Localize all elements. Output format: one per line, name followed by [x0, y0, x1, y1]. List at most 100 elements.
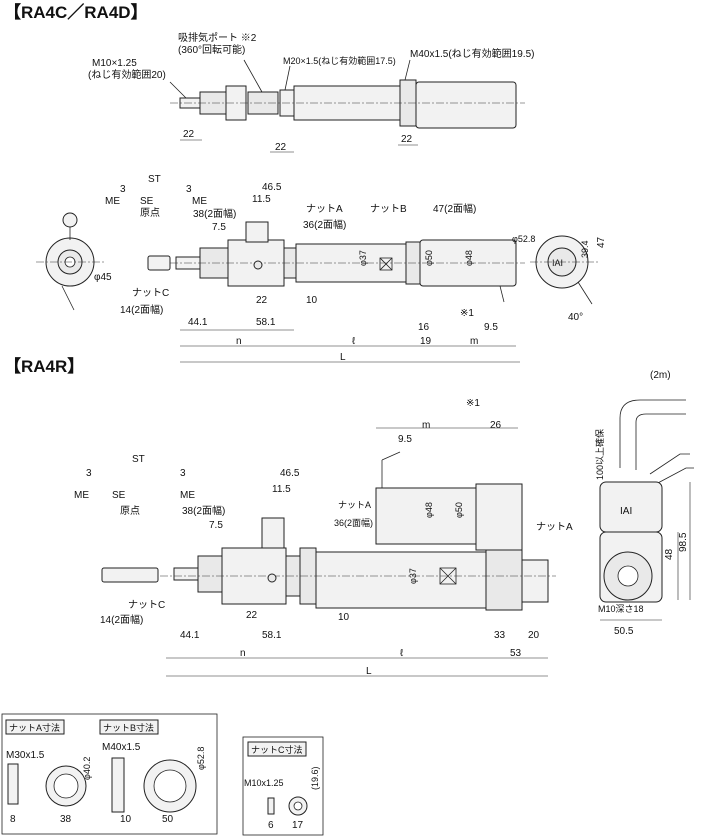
dim-9-5-side: 9.5	[484, 322, 498, 333]
nut-c-h: (19.6)	[310, 766, 320, 790]
nut-a-drawing	[7, 763, 87, 807]
nut-a-title-box	[5, 719, 65, 735]
dim-m: m	[470, 336, 478, 347]
r-cable-note: 100以上確保	[594, 429, 605, 480]
nut-c-t: 6	[268, 820, 274, 831]
iai-logo-top: IAI	[552, 258, 563, 268]
r-n: n	[240, 648, 246, 659]
side-small-pin	[147, 255, 171, 271]
r-st: ST	[132, 454, 145, 465]
dim-22-top-c: 22	[401, 134, 413, 145]
dim-38: 38(2面幅)	[193, 207, 236, 220]
r-dim-98-5: 98.5	[678, 532, 689, 552]
nut-a-title: ナットA寸法	[9, 722, 60, 733]
r-dim-11-5: 11.5	[272, 484, 291, 495]
three-b: 3	[186, 184, 192, 195]
phi45: φ45	[94, 272, 112, 283]
r-three-b: 3	[180, 468, 186, 479]
nut-c-drawing	[267, 796, 308, 816]
dim-22-side: 22	[256, 295, 268, 306]
nut-c-frame	[242, 736, 324, 836]
top-view-actuator	[169, 59, 525, 129]
r-dim-20: 20	[528, 630, 540, 641]
r-genten: 原点	[120, 505, 140, 517]
r-dim-38: 38(2面幅)	[182, 504, 225, 517]
nut-b-label: ナットB	[370, 203, 407, 215]
r-me-b: ME	[180, 490, 195, 501]
nut-a-w: 38	[60, 814, 72, 825]
dim-14: 14(2面幅)	[120, 303, 163, 316]
r-dim-36: 36(2面幅)	[334, 517, 373, 528]
r-dim-10: 10	[338, 612, 350, 623]
port-label-1: 吸排気ポート ※2	[178, 31, 257, 44]
r-2m: (2m)	[650, 370, 671, 381]
side-dims	[180, 329, 520, 363]
phi37: φ37	[358, 250, 368, 266]
dim-47w: 47(2面幅)	[433, 202, 476, 215]
port-label-2: (360°回転可能)	[178, 43, 245, 56]
dim-44-1: 44.1	[188, 317, 208, 328]
nut-b-w: 50	[162, 814, 174, 825]
left-end-view	[36, 212, 104, 311]
dim-L: L	[340, 352, 346, 363]
r-m: m	[422, 420, 430, 431]
genten-label: 原点	[140, 207, 160, 219]
nut-a-phi: φ40.2	[82, 757, 92, 780]
dim-n: n	[236, 336, 242, 347]
dim-46-5: 46.5	[262, 182, 282, 193]
m20-label: M20×1.5(ねじ有効範囲17.5)	[283, 55, 396, 66]
right-end-view	[530, 235, 600, 305]
r-phi48: φ48	[424, 502, 434, 518]
top-dims	[180, 139, 418, 153]
r-dim-44-1: 44.1	[180, 630, 200, 641]
st-label: ST	[148, 174, 161, 185]
nut-c-label: ナットC	[132, 287, 169, 299]
r-phi37: φ37	[408, 568, 418, 584]
dim-22-top-a: 22	[183, 129, 195, 140]
r-dim-26: 26	[490, 420, 502, 431]
m10-label-2: (ねじ有効範囲20)	[88, 68, 166, 81]
r-dim-33: 33	[494, 630, 506, 641]
m40-label: M40x1.5(ねじ有効範囲19.5)	[410, 47, 534, 60]
r-dim-48: 48	[664, 548, 675, 560]
nut-b-t: 10	[120, 814, 132, 825]
nut-a-thread: M30x1.5	[6, 750, 45, 761]
r-nut-c: ナットC	[128, 599, 165, 611]
dim-10-side: 10	[306, 295, 318, 306]
nut-b-thread: M40x1.5	[102, 742, 141, 753]
dim-11-5: 11.5	[252, 194, 271, 205]
section-title-ra4r: 【RA4R】	[4, 356, 84, 376]
r-dim-7-5: 7.5	[209, 520, 223, 531]
phi48: φ48	[464, 250, 474, 266]
nut-b-title: ナットB寸法	[103, 722, 154, 733]
note1-side: ※1	[460, 308, 474, 319]
r-dim-53: 53	[510, 648, 522, 659]
r-se: SE	[112, 490, 126, 501]
section-title-ra4cd: 【RA4C／RA4D】	[4, 2, 148, 22]
r-phi50: φ50	[454, 502, 464, 518]
nut-c-thread: M10x1.25	[244, 778, 284, 788]
r-l: ℓ	[400, 648, 404, 659]
nut-a-t: 8	[10, 814, 16, 825]
r-me-a: ME	[74, 490, 89, 501]
nut-b-phi: φ52.8	[196, 747, 206, 770]
r-note1: ※1	[466, 398, 480, 409]
r-iai-logo: IAI	[620, 506, 632, 517]
r-dim-58-1: 58.1	[262, 630, 282, 641]
dim-l: ℓ	[352, 336, 356, 347]
angle-40: 40°	[568, 312, 583, 323]
r-dim-46-5: 46.5	[280, 468, 300, 479]
r-dim-14: 14(2面幅)	[100, 613, 143, 626]
me-a: ME	[105, 196, 120, 207]
r-dim-50-5: 50.5	[614, 626, 634, 637]
ra4r-end-view	[599, 399, 694, 621]
r-dim-9-5: 9.5	[398, 434, 412, 445]
dim-16: 16	[418, 322, 430, 333]
ra4r-dims	[166, 427, 548, 677]
dim-19: 19	[420, 336, 432, 347]
m10-label-1: M10×1.25	[92, 58, 137, 69]
dim-47-right: 47	[596, 236, 607, 248]
me-b: ME	[192, 196, 207, 207]
nut-c-title-box	[247, 741, 307, 757]
